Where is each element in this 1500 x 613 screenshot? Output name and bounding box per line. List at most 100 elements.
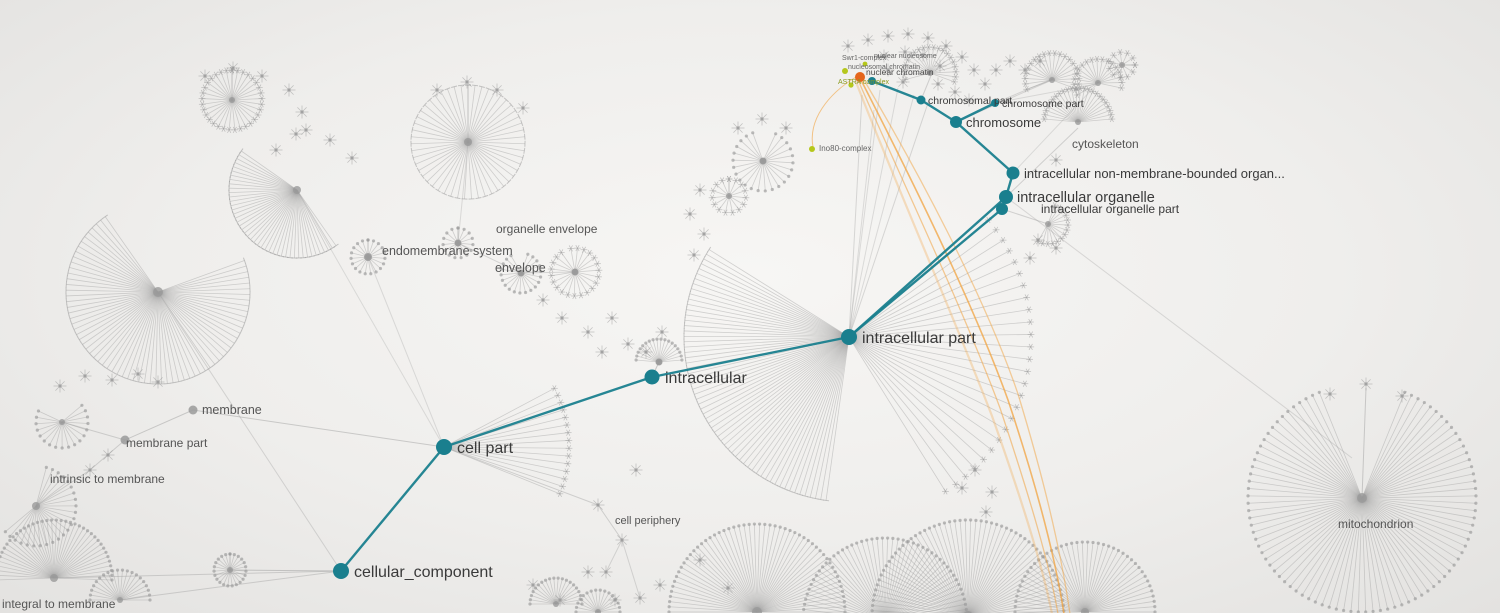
cluster-node[interactable] xyxy=(1049,77,1055,83)
node-chromosome[interactable] xyxy=(950,116,962,128)
node-intracellular_organelle_part[interactable] xyxy=(996,203,1008,215)
cluster-node[interactable] xyxy=(1119,62,1125,68)
orange-path-edge xyxy=(854,80,1053,613)
asterisk-node xyxy=(881,29,895,43)
cluster-node[interactable] xyxy=(293,186,301,194)
asterisk-node xyxy=(841,39,855,53)
cluster-fan xyxy=(439,385,573,497)
asterisk-node xyxy=(460,75,474,89)
enriched-node[interactable] xyxy=(862,61,868,67)
asterisk-node xyxy=(269,143,283,157)
node-non_membrane_bounded[interactable] xyxy=(1006,166,1020,180)
node-chromosome_part[interactable] xyxy=(991,99,999,107)
gray-node[interactable] xyxy=(571,268,579,276)
asterisk-node xyxy=(536,293,550,307)
cluster-node[interactable] xyxy=(153,287,163,297)
asterisk-node xyxy=(430,83,444,97)
cluster-fan xyxy=(731,131,795,193)
cluster-node[interactable] xyxy=(1045,221,1051,227)
enriched-node[interactable] xyxy=(842,68,848,74)
node-chromosomal_part[interactable] xyxy=(916,95,926,105)
cluster-node[interactable] xyxy=(1357,493,1367,503)
node-cell_part[interactable] xyxy=(436,439,452,455)
gray-node[interactable] xyxy=(655,358,663,366)
node-label-non_membrane_bounded: intracellular non-membrane-bounded organ… xyxy=(1024,166,1285,181)
enriched-node[interactable] xyxy=(809,146,815,152)
asterisk-node xyxy=(83,463,97,477)
asterisk-node xyxy=(621,337,635,351)
cluster-node[interactable] xyxy=(229,97,235,103)
gray-node[interactable] xyxy=(454,239,462,247)
term-label: endomembrane system xyxy=(382,244,513,258)
cluster-node[interactable] xyxy=(32,502,40,510)
node-chromatin_junction[interactable] xyxy=(868,77,876,85)
graph-edge xyxy=(192,409,445,448)
cluster-fan xyxy=(88,568,152,603)
cluster-node[interactable] xyxy=(726,193,732,199)
term-label: intrinsic to membrane xyxy=(50,472,165,486)
cluster-node[interactable] xyxy=(1095,80,1101,86)
asterisk-node xyxy=(633,591,647,605)
highlight-edge-cellular_component-cell_part xyxy=(339,445,446,573)
graph-edge xyxy=(1005,127,1079,198)
asterisk-node xyxy=(615,533,629,547)
gray-node[interactable] xyxy=(188,405,198,415)
gray-node[interactable] xyxy=(364,253,372,261)
asterisk-node xyxy=(989,63,1003,77)
gray-node[interactable] xyxy=(120,435,130,445)
asterisk-node xyxy=(933,59,947,73)
asterisk-node xyxy=(605,311,619,325)
graph-edge xyxy=(124,409,194,441)
gray-node[interactable] xyxy=(759,157,767,165)
highlight-edge-non_membrane_bounded-chromosome xyxy=(954,120,1015,175)
selected-node[interactable] xyxy=(855,72,865,82)
term-label: organelle envelope xyxy=(496,222,598,236)
cluster-node[interactable] xyxy=(1075,119,1081,125)
asterisk-node xyxy=(591,498,605,512)
node-intracellular_part[interactable] xyxy=(841,329,857,345)
asterisk-node xyxy=(955,481,969,495)
asterisk-node xyxy=(516,101,530,115)
node-intracellular[interactable] xyxy=(644,369,660,385)
asterisk-node xyxy=(490,83,504,97)
cluster-fan xyxy=(870,518,1066,613)
cluster-node[interactable] xyxy=(50,574,58,582)
term-label: membrane xyxy=(202,403,262,417)
asterisk-node xyxy=(693,183,707,197)
cluster-node[interactable] xyxy=(117,597,123,603)
graph-edge xyxy=(1005,196,1353,459)
tiny-term-label: nuclear nucleosome xyxy=(874,53,937,60)
cluster-node[interactable] xyxy=(1081,608,1089,613)
graph-edge xyxy=(597,504,623,541)
cluster-node[interactable] xyxy=(464,138,472,146)
term-label: mitochondrion xyxy=(1338,517,1413,531)
cluster-node[interactable] xyxy=(595,609,601,613)
node-cellular_component[interactable] xyxy=(333,563,349,579)
asterisk-node xyxy=(639,345,653,359)
asterisk-node xyxy=(687,248,701,262)
highlight-edge-cell_part-intracellular xyxy=(442,375,654,449)
graph-edge xyxy=(367,256,445,448)
cluster-node[interactable] xyxy=(927,70,933,76)
asterisk-node xyxy=(683,207,697,221)
asterisk-node xyxy=(1395,389,1409,403)
asterisk-node xyxy=(755,112,769,126)
asterisk-node xyxy=(693,553,707,567)
node-intracellular_organelle[interactable] xyxy=(999,190,1013,204)
asterisk-node xyxy=(105,373,119,387)
graph-edge xyxy=(1001,208,1049,225)
graph-edge xyxy=(994,79,1051,104)
term-label: cytoskeleton xyxy=(1072,137,1139,151)
asterisk-node xyxy=(282,83,296,97)
asterisk-node xyxy=(289,127,303,141)
gray-node[interactable] xyxy=(517,269,525,277)
cluster-node[interactable] xyxy=(59,419,65,425)
asterisk-node xyxy=(1049,241,1063,255)
enriched-node[interactable] xyxy=(848,82,854,88)
asterisk-node xyxy=(255,69,269,83)
cluster-node[interactable] xyxy=(752,607,762,613)
cluster-fan xyxy=(1106,49,1139,81)
asterisk-node xyxy=(553,593,567,607)
